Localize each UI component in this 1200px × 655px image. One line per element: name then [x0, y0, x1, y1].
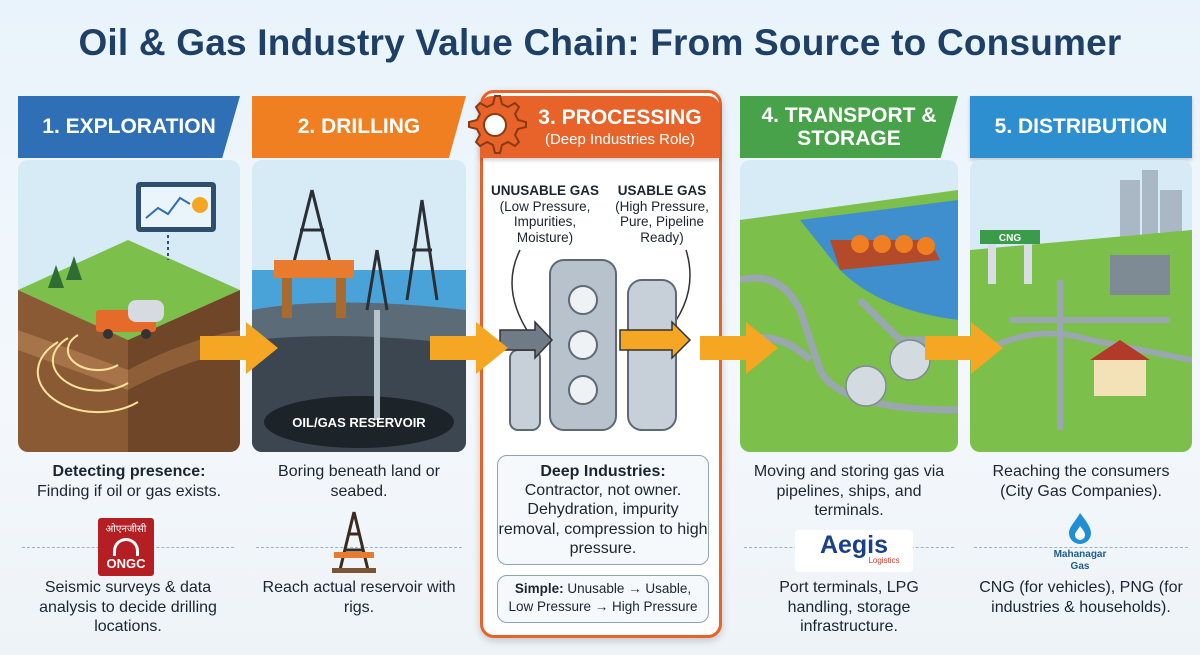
transport-note-text: Port terminals, LPG handling, storage in… — [779, 579, 919, 636]
drilling-rig-icon — [332, 511, 376, 573]
transport-heading-line1: 4. TRANSPORT & — [761, 103, 937, 127]
transport-desc: Moving and storing gas via pipelines, sh… — [746, 462, 952, 521]
divider-2 — [256, 547, 462, 548]
simple-line1: Unusable → Usable, — [567, 581, 692, 596]
flow-arrow-1 — [200, 322, 278, 374]
distribution-illustration: CNG — [970, 160, 1192, 452]
transport-note: Port terminals, LPG handling, storage in… — [748, 578, 950, 637]
simple-line2: Low Pressure → High Pressure — [508, 598, 698, 614]
deep-industries-desc: Contractor, not owner. Dehydration, impu… — [498, 482, 708, 557]
page-title: Oil & Gas Industry Value Chain: From Sou… — [78, 22, 1122, 63]
exploration-heading: 1. EXPLORATION — [42, 115, 216, 139]
flow-arrow-2 — [430, 322, 508, 374]
drilling-note-text: Reach actual reservoir with rigs. — [262, 579, 456, 616]
aegis-logo: Aegis Logistics — [795, 530, 913, 572]
drilling-panel: OIL/GAS RESERVOIR — [252, 160, 466, 452]
processing-banner: 3. PROCESSING (Deep Industries Role) — [480, 96, 720, 158]
exploration-desc-text: Finding if oil or gas exists. — [36, 482, 222, 500]
drilling-note: Reach actual reservoir with rigs. — [262, 578, 456, 617]
deep-industries-box: Deep Industries: Contractor, not owner. … — [497, 455, 709, 565]
mahanagar-logo-line1: Mahanagar — [1053, 549, 1107, 560]
unusable-gas-label: UNUSABLE GAS (Low Pressure, Impurities, … — [487, 183, 603, 245]
transport-illustration — [740, 160, 958, 452]
usable-gas-label: USABLE GAS (High Pressure, Pure, Pipelin… — [608, 183, 716, 245]
distribution-banner: 5. DISTRIBUTION — [970, 96, 1192, 158]
deep-industries-title: Deep Industries: — [540, 463, 666, 480]
gear-icon — [468, 95, 527, 154]
reservoir-label: OIL/GAS RESERVOIR — [292, 415, 426, 430]
processing-heading: 3. PROCESSING — [538, 105, 702, 129]
drilling-illustration: OIL/GAS RESERVOIR — [252, 160, 466, 452]
transport-panel — [740, 160, 958, 452]
aegis-logo-text: Aegis — [819, 531, 889, 559]
distribution-desc: Reaching the consumers (City Gas Compani… — [978, 462, 1184, 501]
usable-gas-desc: (High Pressure, Pure, Pipeline Ready) — [615, 198, 709, 245]
distribution-note: CNG (for vehicles), PNG (for industries … — [978, 578, 1184, 617]
exploration-panel — [18, 160, 240, 452]
drilling-heading: 2. DRILLING — [297, 115, 421, 139]
mahanagar-gas-logo: Mahanagar Gas — [1048, 512, 1112, 578]
flame-icon — [1069, 513, 1091, 544]
divider-5 — [974, 547, 1188, 548]
mahanagar-logo-line2: Gas — [1070, 561, 1090, 572]
drilling-desc-text: Boring beneath land or seabed. — [278, 463, 440, 500]
ongc-logo-caption: ONGC — [106, 556, 146, 571]
unusable-gas-desc: (Low Pressure, Impurities, Moisture) — [499, 198, 591, 245]
exploration-illustration — [18, 160, 240, 452]
processing-subheading: (Deep Industries Role) — [544, 130, 696, 148]
usable-gas-title: USABLE GAS — [617, 183, 707, 198]
transport-desc-text: Moving and storing gas via pipelines, sh… — [753, 463, 945, 520]
exploration-desc-bold: Detecting presence: — [52, 463, 206, 480]
drilling-desc: Boring beneath land or seabed. — [262, 462, 456, 501]
simple-label: Simple: — [514, 581, 564, 596]
exploration-desc: Detecting presence: Finding if oil or ga… — [18, 462, 240, 501]
flow-arrow-4 — [925, 322, 1003, 374]
exploration-note: Seismic surveys & data analysis to decid… — [22, 578, 234, 637]
simple-summary-box: Simple: Unusable → Usable, Low Pressure … — [497, 575, 709, 623]
exploration-banner: 1. EXPLORATION — [18, 96, 240, 158]
ongc-logo: ओएनजीसी ONGC — [98, 518, 154, 576]
transport-banner: 4. TRANSPORT & STORAGE — [740, 96, 958, 158]
processing-plant-illustration — [499, 249, 692, 431]
distribution-note-text: CNG (for vehicles), PNG (for industries … — [979, 579, 1183, 616]
unusable-gas-title: UNUSABLE GAS — [490, 183, 599, 198]
drilling-banner: 2. DRILLING — [252, 96, 466, 158]
distribution-heading: 5. DISTRIBUTION — [994, 115, 1168, 139]
distribution-desc-text: Reaching the consumers (City Gas Compani… — [992, 463, 1170, 500]
exploration-note-text: Seismic surveys & data analysis to decid… — [39, 579, 217, 636]
flow-arrow-3 — [700, 322, 778, 374]
ongc-logo-hindi: ओएनजीसी — [105, 524, 147, 535]
cng-station-sign: CNG — [999, 233, 1021, 244]
aegis-logo-caption: Logistics — [868, 556, 900, 565]
transport-heading-line2: STORAGE — [797, 127, 901, 150]
distribution-panel: CNG — [970, 160, 1192, 452]
